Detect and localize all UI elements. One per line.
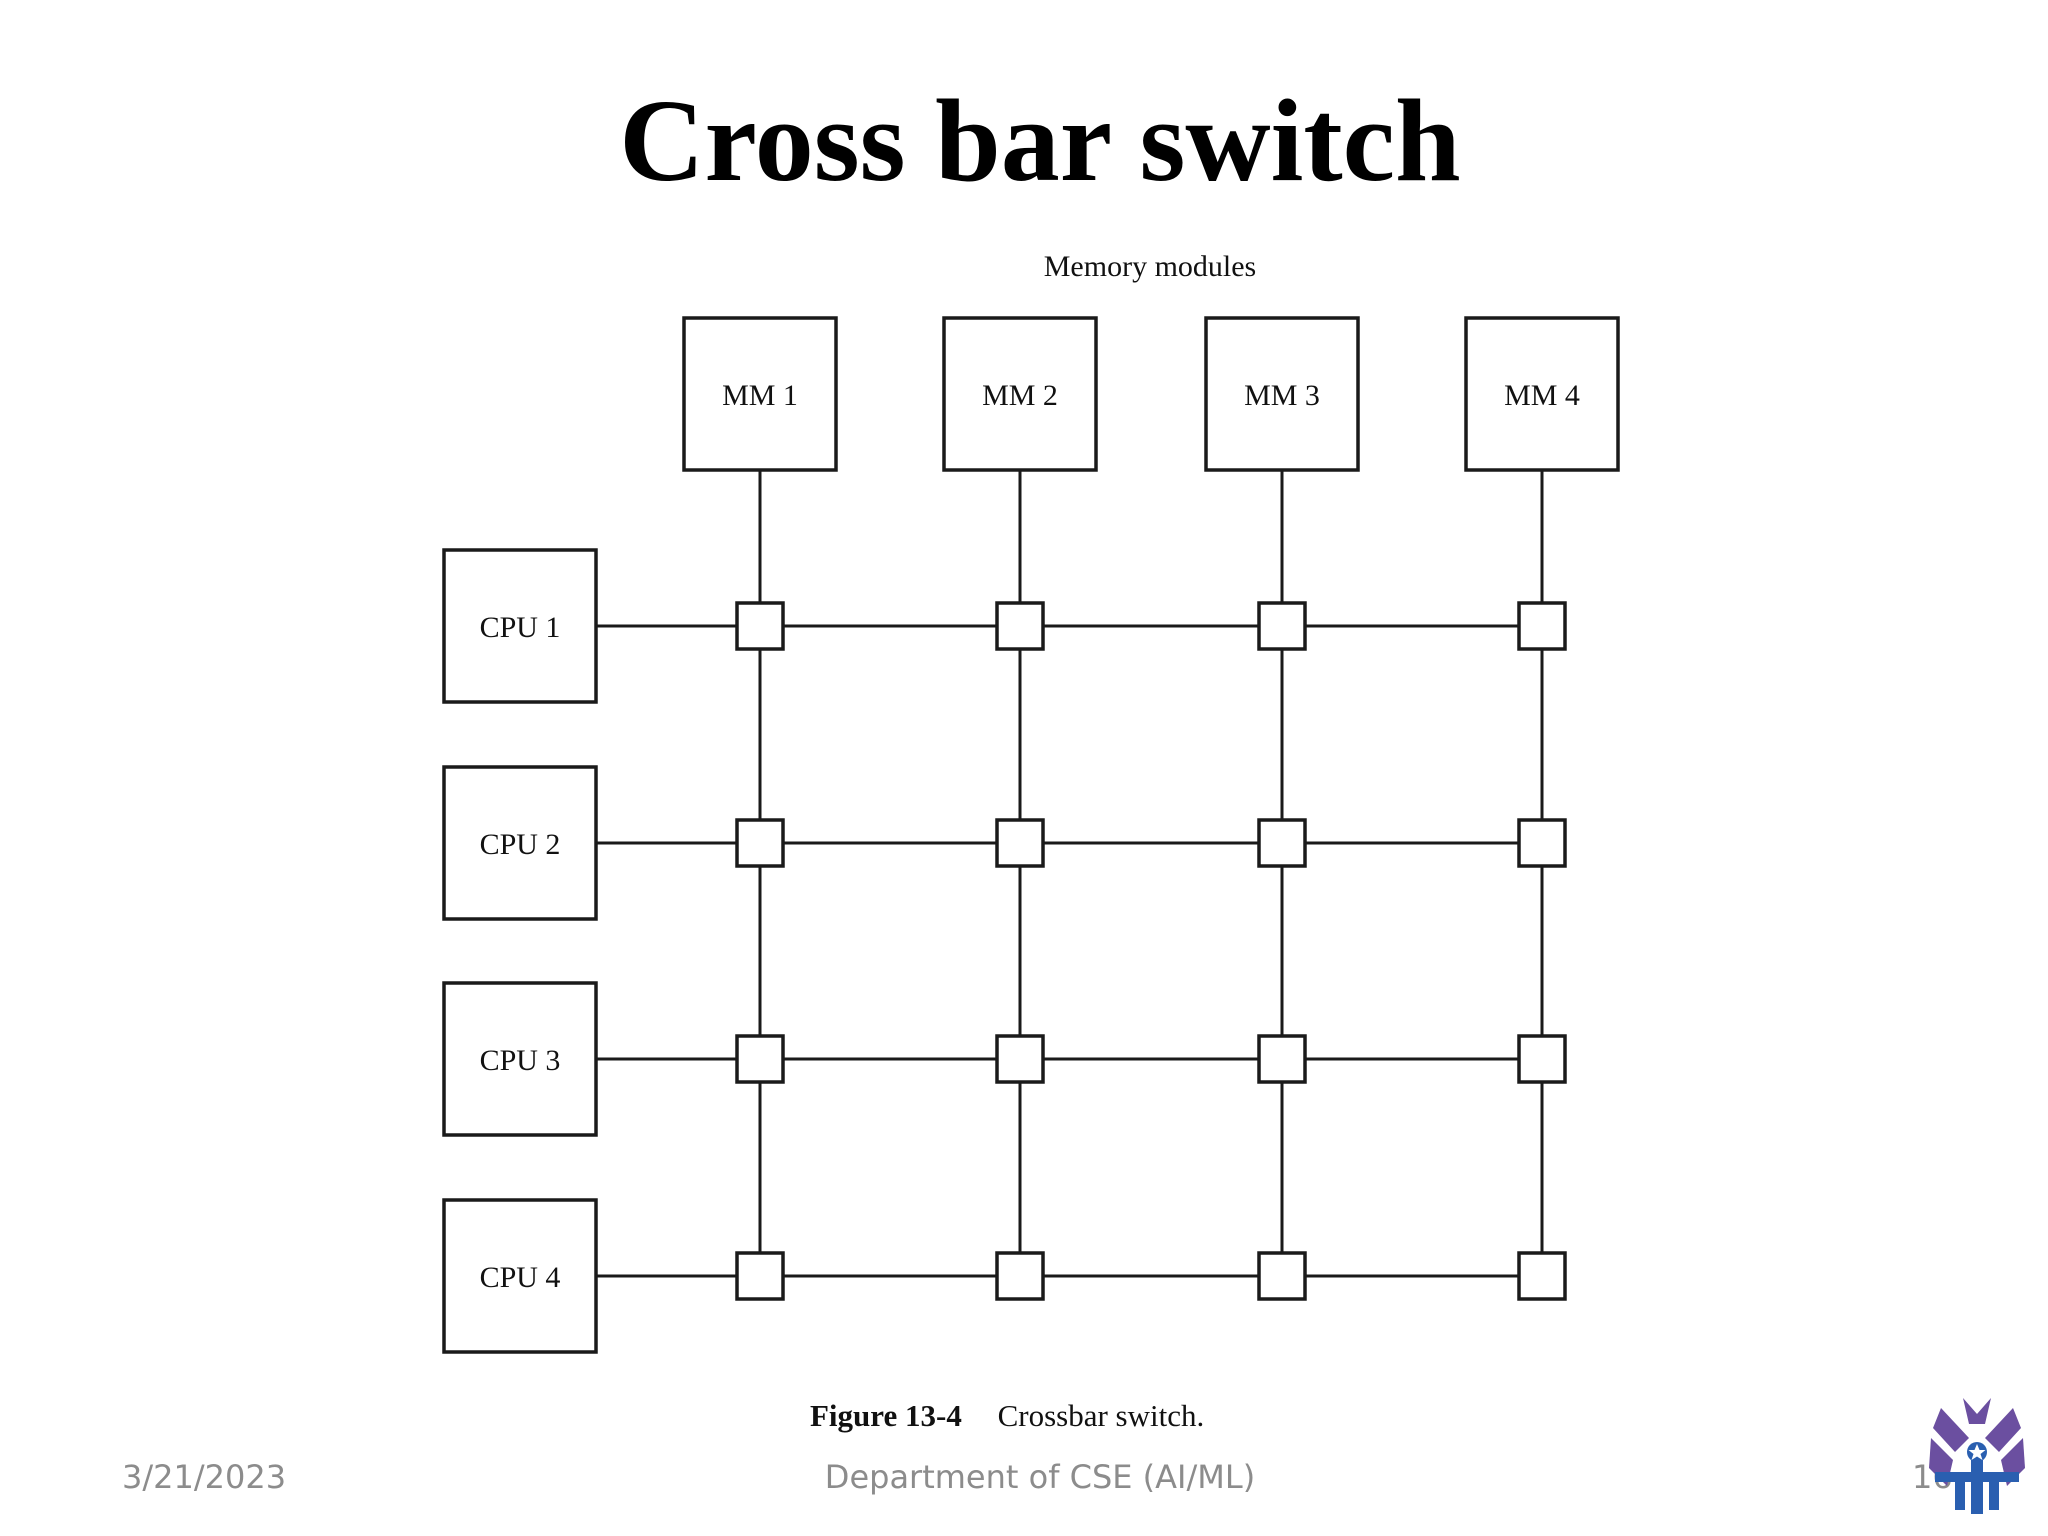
cpu-box	[442, 981, 598, 1137]
footer-department: Department of CSE (AI/ML)	[824, 1458, 1256, 1496]
crosspoint-switch	[995, 1034, 1045, 1084]
crosspoint-switch	[995, 818, 1045, 868]
memory-module-group: MM 1 MM 2 MM 3 MM 4	[682, 316, 1620, 472]
crosspoint-switch	[1517, 601, 1567, 651]
figure-caption-number: Figure 13-4	[810, 1398, 962, 1433]
memory-module-box	[942, 316, 1098, 472]
figure-caption-text: Crossbar switch.	[998, 1398, 1205, 1433]
memory-modules-heading: Memory modules	[1044, 250, 1256, 283]
footer-date: 3/21/2023	[122, 1458, 287, 1496]
crosspoint-switch	[995, 601, 1045, 651]
slide-title: Cross bar switch	[619, 75, 1461, 206]
crosspoint-switch	[735, 1251, 785, 1301]
cpu-box	[442, 548, 598, 704]
university-emblem-icon	[1929, 1398, 2025, 1514]
crosspoint-switch	[1517, 818, 1567, 868]
cpu-label: CPU 4	[480, 1261, 561, 1294]
memory-module-box	[682, 316, 838, 472]
cpu-box	[442, 765, 598, 921]
crosspoint-switch	[735, 601, 785, 651]
crosspoint-switch	[735, 818, 785, 868]
memory-module-box	[1464, 316, 1620, 472]
cpu-group: CPU 1 CPU 2 CPU 3 CPU 4	[442, 548, 598, 1354]
crosspoint-switch	[995, 1251, 1045, 1301]
figure-caption: Figure 13-4 Crossbar switch.	[810, 1398, 1204, 1433]
crossbar-lines	[596, 470, 1544, 1278]
crosspoint-switch	[1257, 818, 1307, 868]
memory-module-label: MM 4	[1504, 379, 1580, 412]
crosspoint-switch	[1257, 601, 1307, 651]
crosspoint-switch	[1257, 1034, 1307, 1084]
memory-module-label: MM 2	[982, 379, 1058, 412]
crosspoint-switch	[1257, 1251, 1307, 1301]
crosspoint-switch	[735, 1034, 785, 1084]
cpu-box	[442, 1198, 598, 1354]
memory-module-label: MM 3	[1244, 379, 1320, 412]
cpu-label: CPU 2	[480, 828, 561, 861]
memory-module-box	[1204, 316, 1360, 472]
crosspoint-switch	[1517, 1034, 1567, 1084]
crosspoint-switch-group	[735, 601, 1567, 1301]
cpu-label: CPU 1	[480, 611, 561, 644]
cpu-label: CPU 3	[480, 1044, 561, 1077]
crosspoint-switch	[1517, 1251, 1567, 1301]
memory-module-label: MM 1	[722, 379, 798, 412]
